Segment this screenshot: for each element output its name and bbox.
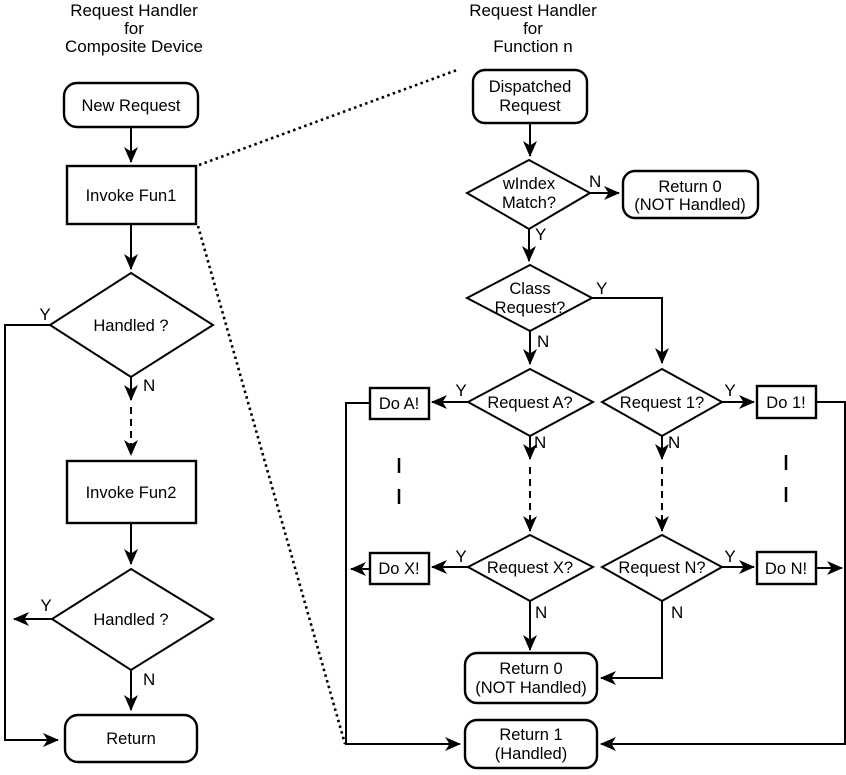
node-handled2-decision: [50, 567, 215, 672]
zoom-dotted-line-top: [198, 68, 458, 167]
handled2-yes-label: Y: [40, 596, 51, 615]
requesta-yes-label: Y: [455, 381, 466, 400]
expansion-dotted-lines: [196, 68, 458, 745]
class-label-line2: Request?: [495, 299, 566, 317]
new-request-label: New Request: [81, 97, 180, 115]
edge-do1-to-return1: [600, 401, 846, 751]
left-flowchart: Request Handler for Composite Device New…: [4, 1, 215, 764]
dispatched-label-line2: Request: [499, 97, 561, 115]
left-title-line1: Request Handler: [70, 1, 198, 20]
edge-class-yes-to-request1: [592, 297, 669, 364]
handled1-label: Handled ?: [93, 317, 168, 335]
do-n-label: Do N!: [765, 560, 807, 578]
windex-label-line1: wIndex: [502, 175, 556, 193]
return0-bottom-line2: (NOT Handled): [475, 679, 587, 697]
edge-doa-to-return1: [345, 402, 461, 751]
node-return0-bottom: [463, 651, 599, 705]
requestn-yes-label: Y: [724, 547, 735, 566]
node-handled1-decision: [48, 271, 215, 379]
node-requesta-decision: [465, 367, 596, 438]
class-label-line1: Class: [509, 280, 550, 298]
right-title-line1: Request Handler: [469, 1, 597, 20]
node-requestx-decision: [465, 533, 596, 603]
class-yes-label: Y: [596, 279, 607, 298]
node-invoke-fun1: [65, 164, 198, 226]
node-do-1: [755, 384, 818, 420]
edge-handled1-yes-to-return: [4, 324, 59, 747]
windex-no-label: N: [589, 172, 601, 191]
invoke-fun2-label: Invoke Fun2: [86, 484, 177, 502]
node-do-a: [368, 386, 431, 421]
node-windex-decision: [464, 158, 593, 231]
handled2-no-label: N: [143, 670, 155, 689]
handled1-yes-label: Y: [39, 305, 50, 324]
dispatched-label-line1: Dispatched: [489, 78, 572, 96]
right-flowchart: Request Handler for Function n Dispatche…: [345, 1, 846, 770]
request1-no-label: N: [668, 433, 680, 452]
requestx-yes-label: Y: [455, 547, 466, 566]
requesta-no-label: N: [534, 433, 546, 452]
requestx-no-label: N: [535, 603, 547, 622]
return1-line1: Return 1: [499, 726, 562, 744]
handled2-label: Handled ?: [93, 611, 168, 629]
requestn-label: Request N?: [618, 559, 705, 577]
node-return0-top: [621, 169, 760, 220]
node-do-x: [368, 551, 431, 586]
edge-requestn-no-to-return0: [600, 601, 663, 685]
node-do-n: [755, 550, 818, 586]
do-a-label: Do A!: [379, 395, 419, 413]
node-class-decision: [464, 263, 595, 333]
request1-yes-label: Y: [724, 381, 735, 400]
windex-yes-label: Y: [535, 225, 546, 244]
node-invoke-fun2: [65, 459, 198, 525]
node-request1-decision: [599, 367, 725, 438]
return-label: Return: [106, 730, 156, 748]
node-return1: [463, 718, 599, 770]
return0-top-line2: (NOT Handled): [634, 196, 746, 214]
windex-label-line2: Match?: [502, 194, 556, 212]
request1-label: Request 1?: [620, 394, 704, 412]
class-no-label: N: [537, 332, 549, 351]
invoke-fun1-label: Invoke Fun1: [86, 187, 177, 205]
requesta-label: Request A?: [487, 394, 572, 412]
node-requestn-decision: [599, 533, 725, 603]
left-title-line3: Composite Device: [65, 37, 203, 56]
requestn-no-label: N: [671, 603, 683, 622]
right-title-line3: Function n: [493, 37, 572, 56]
node-dispatched-request: [471, 68, 589, 125]
left-title-line2: for: [124, 19, 144, 38]
return1-line2: (Handled): [495, 745, 567, 763]
do-1-label: Do 1!: [766, 394, 805, 412]
node-return: [63, 713, 199, 764]
do-x-label: Do X!: [378, 560, 419, 578]
right-title-line2: for: [523, 19, 543, 38]
handled1-no-label: N: [143, 376, 155, 395]
return0-top-line1: Return 0: [658, 178, 721, 196]
return0-bottom-line1: Return 0: [499, 660, 562, 678]
zoom-dotted-line-bottom: [196, 225, 347, 745]
node-new-request: [62, 81, 200, 129]
requestx-label: Request X?: [487, 559, 573, 577]
